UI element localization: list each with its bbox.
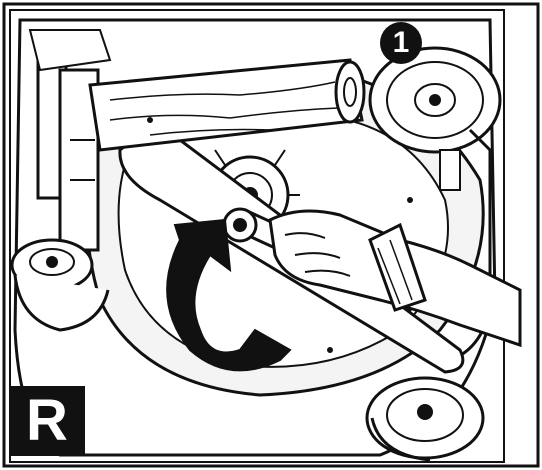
step-letter-badge: R [9,386,85,456]
callout-number-badge: 1 [380,22,422,64]
